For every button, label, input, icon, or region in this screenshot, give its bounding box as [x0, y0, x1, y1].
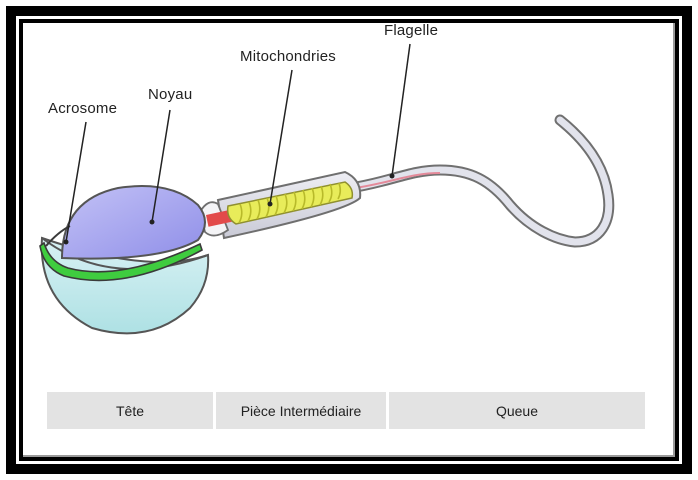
label-noyau: Noyau [148, 86, 192, 103]
section-head: Tête [47, 392, 213, 429]
leader-dot-mitochondries [268, 202, 273, 207]
nucleus [62, 186, 205, 259]
label-flagelle: Flagelle [384, 22, 438, 39]
label-acrosome: Acrosome [48, 100, 117, 117]
leader-dot-flagelle [390, 174, 395, 179]
section-tail: Queue [389, 392, 645, 429]
leader-dot-noyau [150, 220, 155, 225]
section-bar: Tête Pièce Intermédiaire Queue [47, 392, 645, 429]
leader-dot-acrosome [64, 240, 69, 245]
label-mitochondries: Mitochondries [240, 48, 336, 65]
leader-flagelle [392, 44, 410, 176]
section-midpiece: Pièce Intermédiaire [216, 392, 386, 429]
